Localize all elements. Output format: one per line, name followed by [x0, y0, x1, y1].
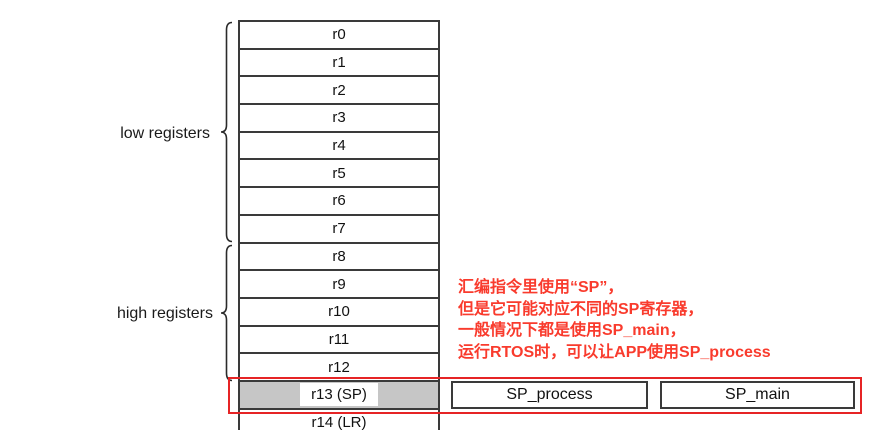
register-label: r3	[332, 109, 346, 127]
register-row-r14: r14 (LR)	[240, 410, 438, 430]
register-row-r6: r6	[240, 188, 438, 216]
low-registers-label: low registers	[120, 125, 210, 142]
register-label: r2	[332, 81, 346, 99]
register-row-r11: r11	[240, 327, 438, 355]
register-row-r7: r7	[240, 216, 438, 244]
register-row-r8: r8	[240, 244, 438, 272]
register-label: r14 (LR)	[311, 413, 367, 430]
register-table: r0 r1 r2 r3 r4 r5 r6 r7 r8 r9 r10 r11 r12 r13 (SP) r14…	[238, 20, 440, 430]
high-registers-brace	[220, 244, 233, 382]
register-row-r4: r4	[240, 133, 438, 161]
register-label: r13 (SP)	[300, 383, 378, 407]
annotation-line: 运行RTOS时，可以让APP使用SP_process	[458, 344, 771, 362]
low-registers-brace	[220, 21, 233, 243]
register-row-r12: r12	[240, 354, 438, 382]
register-label: r1	[332, 54, 346, 72]
register-row-r5: r5	[240, 160, 438, 189]
register-label: r10	[328, 303, 350, 321]
annotation-line: 汇编指令里使用“SP”，	[458, 279, 624, 296]
register-row-r0: r0	[240, 22, 438, 50]
sp-process-box: SP_process	[451, 380, 648, 409]
annotation-line: 但是它可能对应不同的SP寄存器，	[458, 300, 704, 318]
annotation-text: 汇编指令里使用“SP”， 但是它可能对应不同的SP寄存器， 一般情况下都是使用SP_…	[458, 277, 771, 364]
register-label: r7	[332, 220, 346, 238]
register-row-r9: r9	[240, 271, 438, 299]
register-label: r11	[328, 330, 350, 348]
register-row-r10: r10	[240, 299, 438, 327]
annotation-line: 一般情况下都是使用SP_main，	[458, 322, 686, 340]
register-label: r8	[332, 247, 346, 265]
sp-main-box: SP_main	[660, 380, 855, 409]
register-label: r12	[328, 358, 350, 376]
register-label: r5	[332, 164, 346, 182]
high-registers-label: high registers	[116, 305, 213, 322]
register-row-r1: r1	[240, 50, 438, 78]
register-label: r4	[332, 137, 346, 155]
register-label: r0	[332, 26, 346, 44]
register-label: r9	[332, 275, 346, 293]
register-label: r6	[332, 192, 346, 210]
register-row-r3: r3	[240, 105, 438, 133]
register-row-r13: r13 (SP)	[240, 381, 438, 410]
register-row-r2: r2	[240, 77, 438, 106]
